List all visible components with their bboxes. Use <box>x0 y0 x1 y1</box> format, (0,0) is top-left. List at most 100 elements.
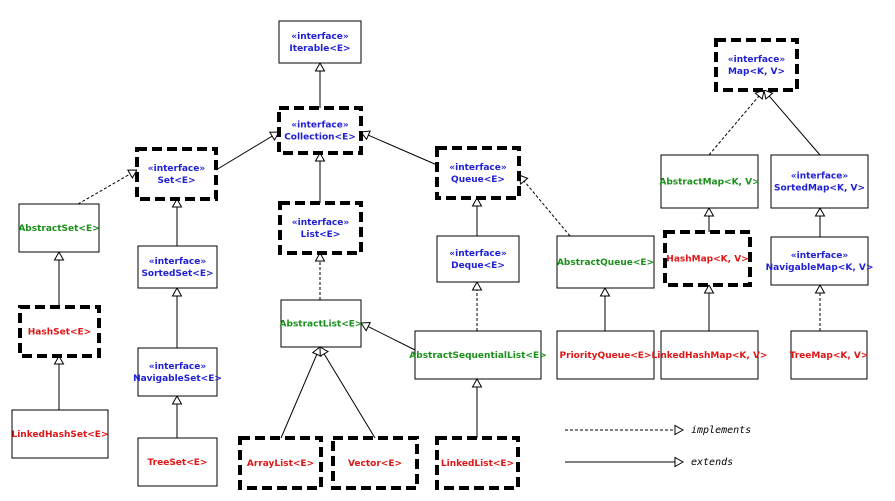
arrowhead-icon <box>674 424 685 436</box>
edge-linkedhashset-extends-hashset <box>53 354 65 410</box>
arrowhead-icon <box>471 377 483 388</box>
node-box <box>137 347 218 397</box>
node-abstractlist[interactable]: AbstractList<E> <box>280 299 363 348</box>
edge-abstractset-implements-set <box>77 169 138 205</box>
edge-line <box>368 134 438 166</box>
node-abstractqueue[interactable]: AbstractQueue<E> <box>556 235 655 289</box>
node-linkedlist[interactable]: LinkedList<E> <box>435 436 520 490</box>
edge-line <box>367 326 416 351</box>
node-label: AbstractQueue<E> <box>557 258 654 268</box>
nodes-layer: «interface»Iterable<E>«interface»Collect… <box>11 20 874 490</box>
node-navigableset[interactable]: «interface»NavigableSet<E> <box>133 347 222 397</box>
node-linkedhashmap[interactable]: LinkedHashMap<K, V> <box>652 330 768 380</box>
edge-treeset-extends-navigableset <box>171 394 183 438</box>
arrowhead-icon <box>171 394 183 405</box>
edge-hashset-extends-abstractset <box>53 250 65 307</box>
node-linkedhashset[interactable]: LinkedHashSet<E> <box>11 409 109 459</box>
node-stereotype: «interface» <box>149 257 207 267</box>
node-label: Collection<E> <box>284 133 356 143</box>
node-collection[interactable]: «interface»Collection<E> <box>277 106 363 155</box>
edge-line <box>77 173 131 205</box>
node-priorityqueue[interactable]: PriorityQueue<E> <box>556 330 655 380</box>
node-label: SortedMap<K, V> <box>774 184 865 194</box>
arrowhead-icon <box>360 322 371 332</box>
node-hashset[interactable]: HashSet<E> <box>18 305 101 358</box>
arrowhead-icon <box>171 286 183 297</box>
node-stereotype: «interface» <box>292 218 350 228</box>
node-hashmap[interactable]: HashMap<K, V> <box>663 230 752 287</box>
node-list[interactable]: «interface»List<E> <box>278 201 363 255</box>
node-stereotype: «interface» <box>791 251 849 261</box>
edge-abstractqueue-implements-queue <box>518 174 571 237</box>
node-box <box>435 146 521 200</box>
edge-linkedlist-extends-abstractsequentiallist <box>471 377 483 438</box>
arrowhead-icon <box>471 280 483 291</box>
node-label: AbstractSequentialList<E> <box>409 351 546 361</box>
node-box <box>790 330 868 380</box>
node-box <box>556 330 655 380</box>
node-box <box>11 409 109 459</box>
arrowhead-icon <box>703 283 715 294</box>
node-treeset[interactable]: TreeSet<E> <box>137 437 218 487</box>
edge-line <box>768 95 821 156</box>
node-box <box>278 201 363 255</box>
node-box <box>137 245 218 289</box>
node-label: Deque<E> <box>451 261 505 271</box>
node-box <box>18 305 101 358</box>
node-box <box>435 436 520 490</box>
node-navigablemap[interactable]: «interface» NavigableMap<K, V> <box>766 236 874 286</box>
node-label: NavigableMap<K, V> <box>766 263 874 273</box>
node-box <box>137 437 218 487</box>
node-label: AbstractSet<E> <box>18 224 99 234</box>
node-box <box>18 203 100 253</box>
edge-line <box>215 135 273 171</box>
node-arraylist[interactable]: ArrayList<E> <box>238 436 323 490</box>
node-box <box>278 20 362 64</box>
node-label: Set<E> <box>157 176 195 186</box>
node-box <box>660 330 759 380</box>
node-label: NavigableSet<E> <box>133 374 222 384</box>
node-deque[interactable]: «interface»Deque<E> <box>436 235 520 283</box>
arrowhead-icon <box>471 196 483 207</box>
node-set[interactable]: «interface» Set<E> <box>135 147 218 201</box>
edge-sortedmap-extends-map <box>763 89 821 156</box>
node-box <box>714 38 799 92</box>
node-box <box>556 235 655 289</box>
node-abstractset[interactable]: AbstractSet<E> <box>18 203 100 253</box>
node-iterable[interactable]: «interface»Iterable<E> <box>278 20 362 64</box>
edge-line <box>280 354 318 439</box>
node-label: ArrayList<E> <box>247 459 314 469</box>
node-label: HashSet<E> <box>28 328 92 338</box>
node-map[interactable]: «interface»Map<K, V> <box>714 38 799 92</box>
edge-collection-extends-iterable <box>314 61 326 108</box>
arrowhead-icon <box>171 197 183 208</box>
node-treemap[interactable]: TreeMap<K, V> <box>790 330 869 380</box>
edge-priorityqueue-extends-abstractqueue <box>599 286 611 331</box>
edge-navigableset-extends-sortedset <box>171 286 183 348</box>
edge-treemap-implements-navigablemap <box>814 283 826 331</box>
legend-implements: implements <box>565 424 751 436</box>
node-abstractsequentiallist[interactable]: AbstractSequentialList<E> <box>409 330 547 380</box>
arrowhead-icon <box>703 206 715 217</box>
node-sortedmap[interactable]: «interface»SortedMap<K, V> <box>770 154 869 209</box>
node-stereotype: «interface» <box>449 163 507 173</box>
edge-line <box>708 95 760 156</box>
node-queue[interactable]: «interface»Queue<E> <box>435 146 521 200</box>
edge-navigablemap-extends-sortedmap <box>814 206 826 237</box>
node-abstractmap[interactable]: AbstractMap<K, V> <box>659 154 760 209</box>
node-stereotype: «interface» <box>148 164 206 174</box>
edges-layer <box>53 61 826 439</box>
node-label: PriorityQueue<E> <box>560 351 652 361</box>
edge-hashmap-extends-abstractmap <box>703 206 715 232</box>
node-box <box>277 106 363 155</box>
edge-arraylist-extends-abstractlist <box>280 346 322 439</box>
edge-abstractsequentiallist-extends-abstractlist <box>360 322 416 351</box>
node-label: LinkedHashSet<E> <box>11 430 108 440</box>
edge-linkedhashmap-extends-hashmap <box>703 283 715 331</box>
arrowhead-icon <box>674 456 685 468</box>
edge-queue-extends-collection <box>360 130 438 166</box>
edge-line <box>523 180 571 237</box>
node-label: Map<K, V> <box>728 67 785 77</box>
node-sortedset[interactable]: «interface»SortedSet<E> <box>137 245 218 289</box>
node-vector[interactable]: Vector<E> <box>331 436 419 490</box>
